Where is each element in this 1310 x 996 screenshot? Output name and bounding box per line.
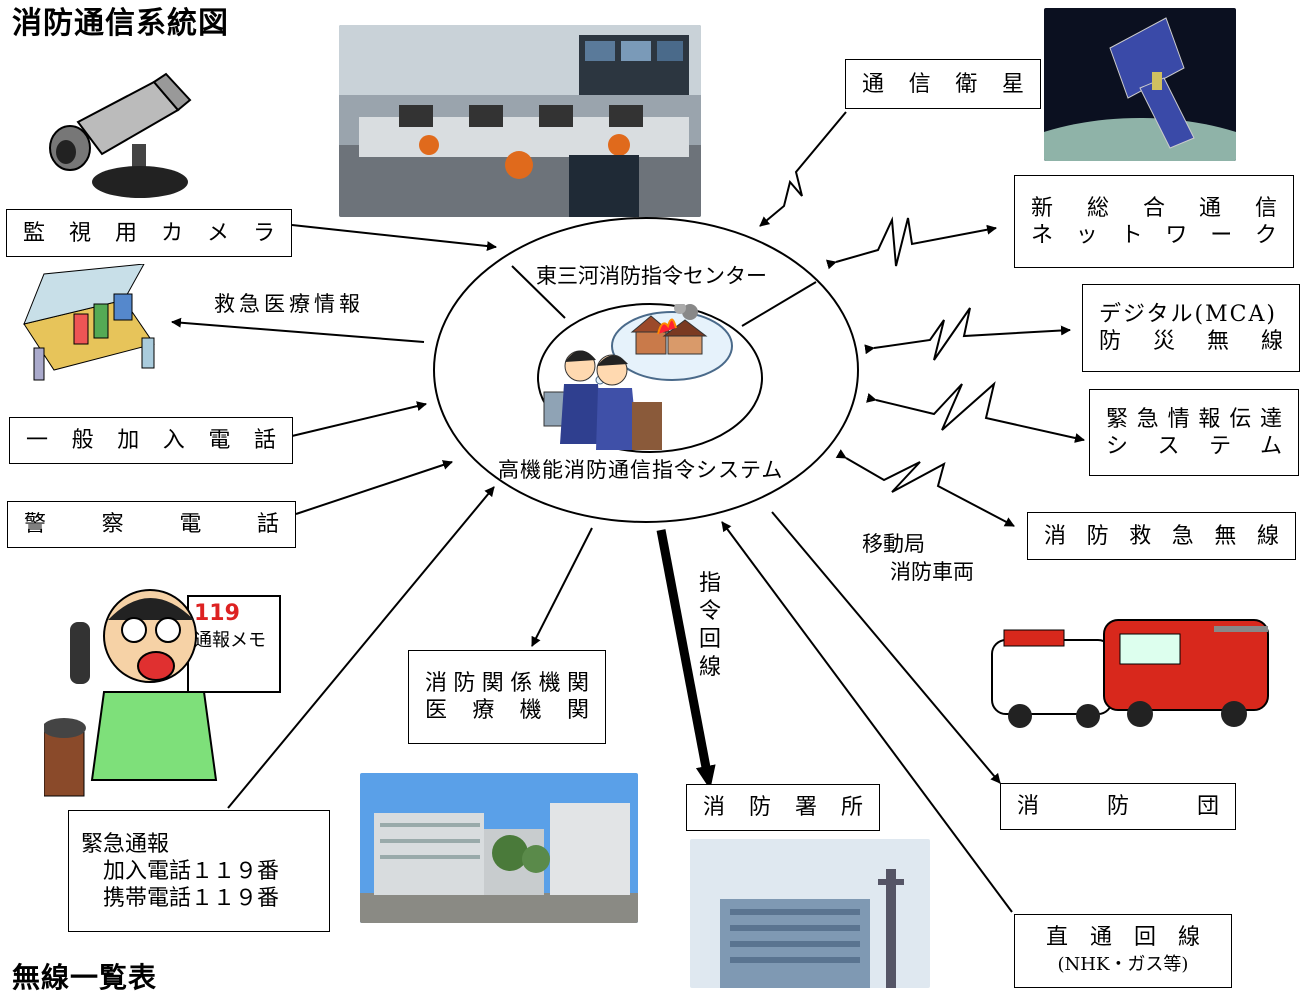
camera-illustration [49, 72, 192, 198]
surveillance-camera-box: 監視用カメラ [6, 209, 292, 257]
digital-radio-box: デジタル(MCA) 防災無線 [1082, 284, 1300, 372]
command-line-label: 指令回線 [698, 571, 721, 680]
fire-brigade-arrow [771, 511, 1001, 784]
emergency-call-arrow [227, 486, 495, 809]
police-phone-box: 警察電話 [7, 501, 296, 548]
related-orgs-arrow [531, 527, 593, 647]
mobile-station-label: 移動局 [862, 532, 925, 556]
digital-radio-wireless [864, 307, 1071, 361]
svg-text:119: 119 [194, 601, 240, 626]
fire-radio-box: 消防救急無線 [1027, 512, 1296, 560]
command-center-photo [339, 25, 701, 217]
satellite-box: 通信衛星 [845, 59, 1041, 109]
command-line-arrow [656, 529, 716, 790]
fire-brigade-box: 消防団 [1000, 783, 1236, 830]
camera-arrow [291, 224, 497, 252]
police-phone-arrow [295, 460, 453, 515]
general-phone-box: 一般加入電話 [9, 417, 293, 464]
direct-line-arrow [721, 521, 1013, 913]
svg-text:通報メモ: 通報メモ [194, 630, 266, 651]
fire-radio-wireless [835, 449, 1015, 527]
satellite-wireless [759, 111, 847, 227]
direct-line-box: 直通回線 (NHK・ガス等) [1014, 914, 1232, 988]
fire-vehicles-illustration [991, 619, 1269, 728]
fire-station-box: 消防署所 [686, 784, 880, 831]
related-orgs-box: 消防関係機関 医療機関 [408, 650, 606, 744]
emergency-info-wireless [866, 381, 1085, 443]
medical-kit-illustration [23, 264, 155, 381]
network-wireless [825, 216, 997, 270]
new-network-box: 新総合通信 ネットワーク [1014, 175, 1294, 268]
page-title: 消防通信系統図 [12, 6, 229, 41]
center-top-label: 東三河消防指令センター [536, 264, 767, 288]
center-bottom-label: 高機能消防通信指令システム [498, 458, 784, 482]
fire-vehicle-label: 消防車両 [890, 560, 974, 584]
medical-info-label: 救急医療情報 [214, 292, 364, 316]
satellite-photo [1044, 8, 1236, 161]
medical-info-arrow [171, 317, 425, 343]
emergency-info-box: 緊急情報伝達 システム [1089, 389, 1299, 476]
general-phone-arrow [291, 401, 427, 437]
hospital-photo [360, 773, 638, 923]
dispatcher-illustration [543, 304, 733, 450]
emergency-caller-illustration: 119 通報メモ [44, 589, 281, 797]
fire-station-photo [690, 839, 930, 988]
emergency-call-box: 緊急通報 加入電話１１９番 携帯電話１１９番 [68, 810, 330, 932]
